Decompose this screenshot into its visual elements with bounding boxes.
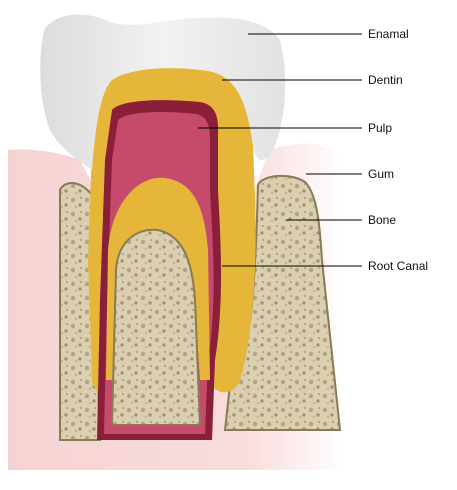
label-gum: Gum <box>368 167 394 181</box>
dentin-inner <box>106 177 210 380</box>
label-dentin: Dentin <box>368 73 403 87</box>
label-root-canal: Root Canal <box>368 259 428 273</box>
label-enamal: Enamal <box>368 27 409 41</box>
label-pulp: Pulp <box>368 121 392 135</box>
bone-between-roots <box>110 228 202 426</box>
label-bone: Bone <box>368 213 396 227</box>
enamel-layer <box>40 14 286 171</box>
